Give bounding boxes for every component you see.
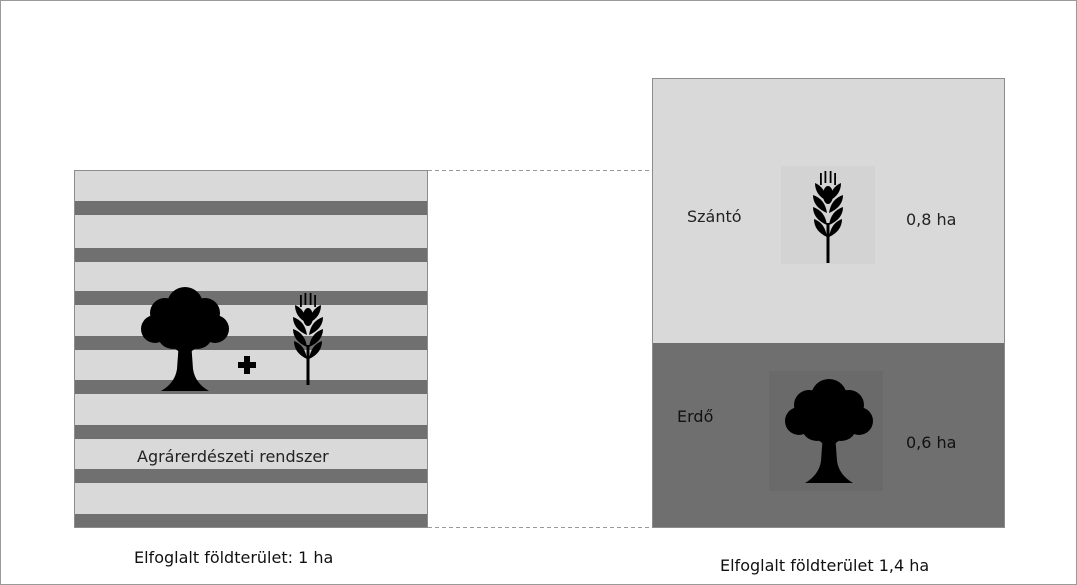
agroforestry-box: Agrárerdészeti rendszer (74, 170, 428, 528)
tree-icon (141, 287, 229, 391)
stripe (75, 514, 427, 527)
plus-icon (238, 356, 256, 374)
connector-lines (428, 170, 652, 528)
agroforestry-label: Agrárerdészeti rendszer (137, 447, 329, 466)
right-caption: Elfoglalt földterület 1,4 ha (720, 556, 930, 575)
forest-section: Erdő 0,6 ha (653, 343, 1004, 527)
arable-label: Szántó (687, 207, 742, 226)
stripe (75, 425, 427, 439)
stripe (75, 248, 427, 262)
wheat-icon (293, 293, 323, 385)
wheat-icon (813, 171, 843, 263)
stripe (75, 336, 427, 350)
stripe (75, 201, 427, 215)
tree-icon (785, 379, 873, 483)
arable-section: Szántó 0,8 ha (653, 79, 1004, 343)
left-caption: Elfoglalt földterület: 1 ha (134, 548, 334, 567)
arable-area-value: 0,8 ha (906, 210, 957, 229)
forest-area-value: 0,6 ha (906, 433, 957, 452)
forest-label: Erdő (677, 407, 714, 426)
stripe (75, 469, 427, 483)
stripe (75, 380, 427, 394)
stripe (75, 291, 427, 305)
separated-land-box: Szántó 0,8 ha Erdő (652, 78, 1005, 528)
